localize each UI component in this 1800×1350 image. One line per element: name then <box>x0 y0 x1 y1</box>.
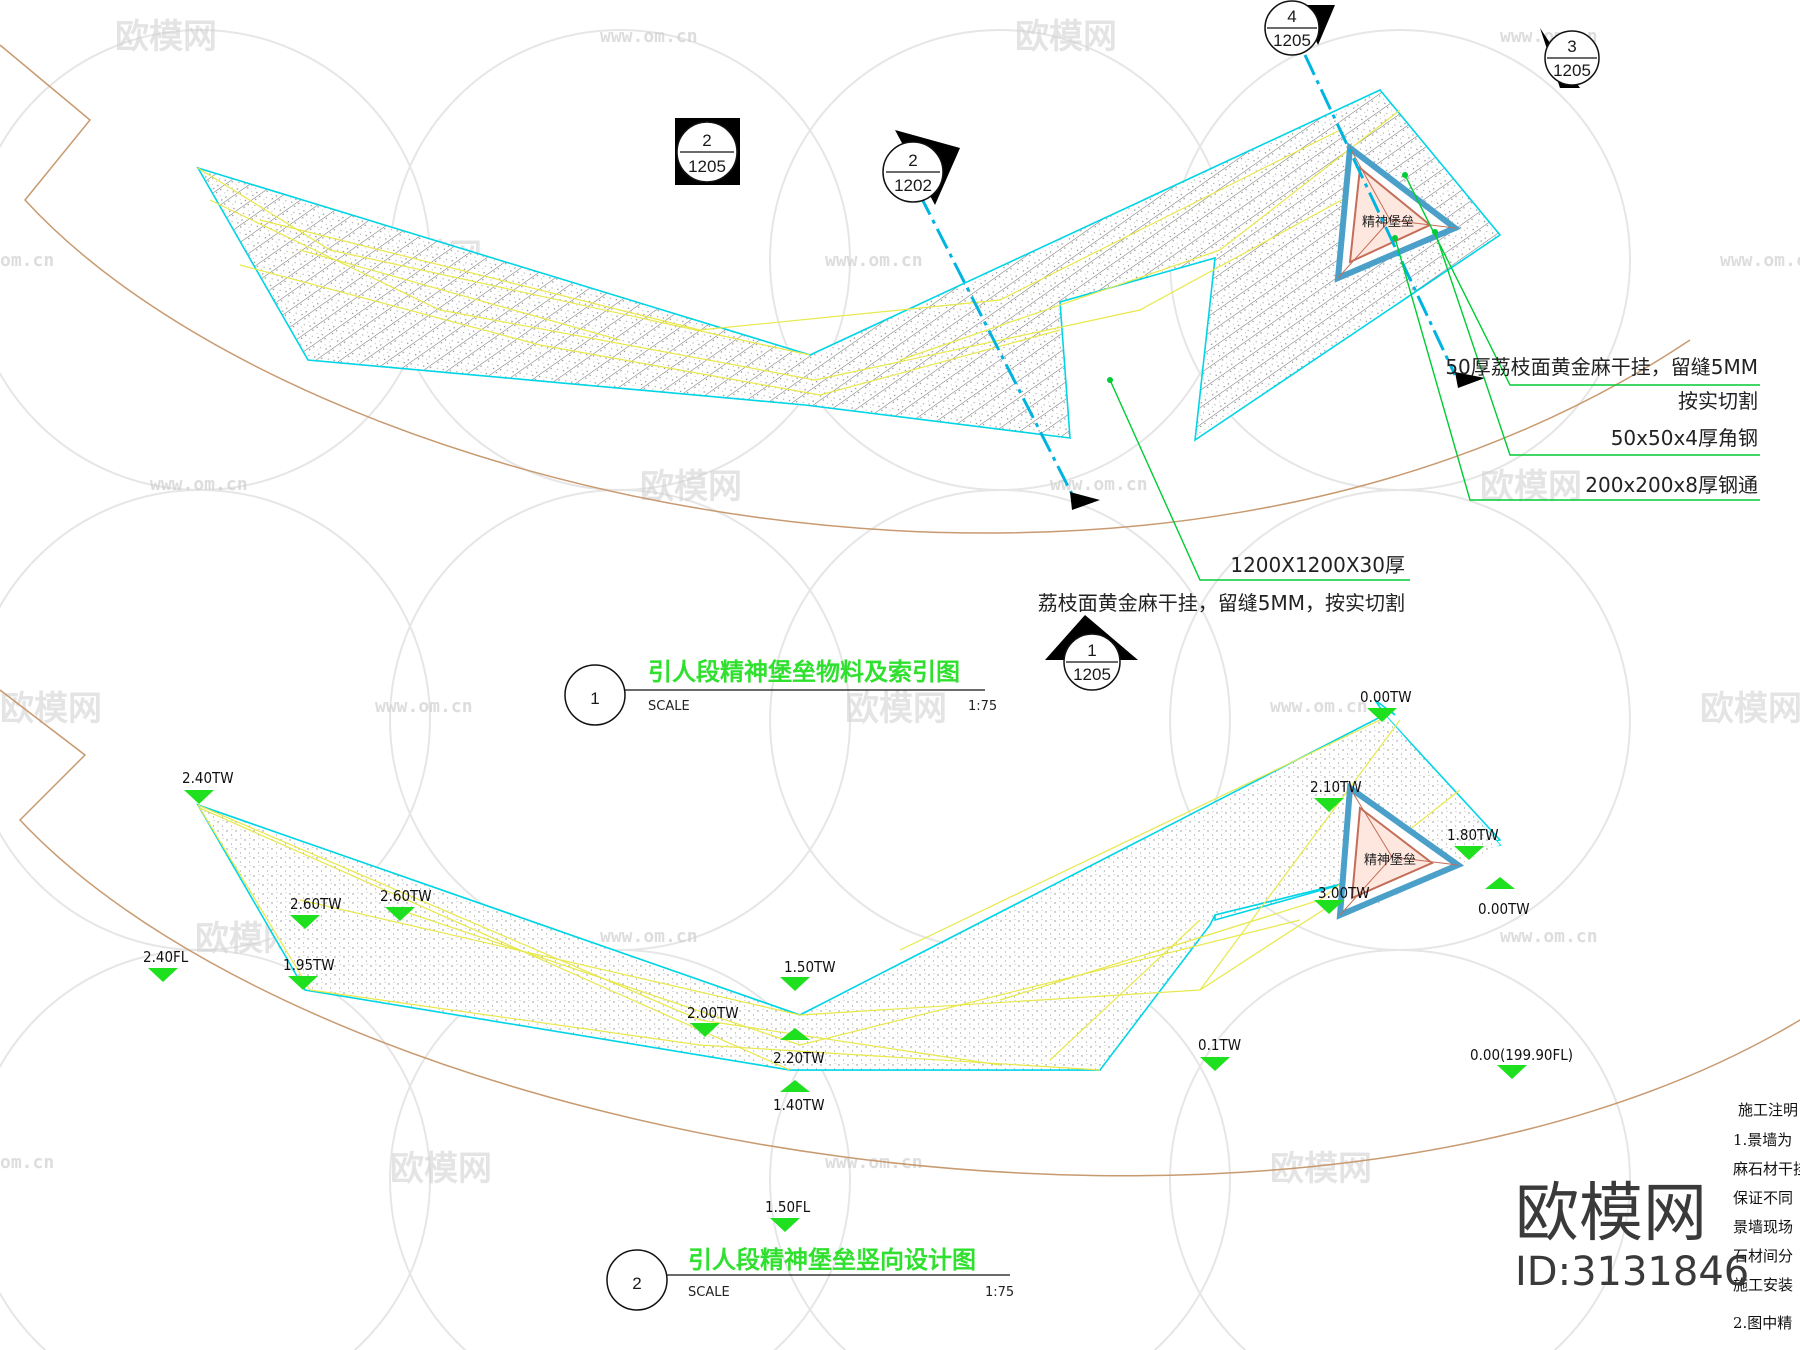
watermark-url: om.cn <box>0 1152 54 1173</box>
svg-text:3: 3 <box>1567 37 1576 56</box>
callout-angle-steel: 50x50x4厚角钢 <box>1611 426 1758 450</box>
watermark-url: www.om.cn <box>600 926 698 947</box>
svg-text:2.20TW: 2.20TW <box>773 1049 825 1067</box>
svg-text:0.00TW: 0.00TW <box>1478 900 1530 918</box>
svg-text:1.80TW: 1.80TW <box>1447 826 1499 844</box>
watermark-url: www.om.cn <box>375 696 473 717</box>
site-boundary <box>0 44 1800 1177</box>
svg-text:3.00TW: 3.00TW <box>1318 884 1370 902</box>
leader-lines <box>1109 174 1760 581</box>
callout-steel-tube: 200x200x8厚钢通 <box>1585 473 1758 497</box>
watermark-brand: 欧模网 <box>0 689 102 729</box>
svg-text:1.50FL: 1.50FL <box>765 1198 811 1216</box>
svg-text:2.60TW: 2.60TW <box>380 887 432 905</box>
svg-text:2.40TW: 2.40TW <box>182 769 234 787</box>
svg-text:4: 4 <box>1287 7 1296 26</box>
watermark-brand: 欧模网 <box>1015 17 1117 57</box>
watermark-url: om.cn <box>0 250 54 271</box>
watermark-brand: 欧模网 <box>390 1149 492 1189</box>
scale-label: SCALE <box>648 699 690 714</box>
notes-heading: 施工注明 <box>1738 1101 1798 1119</box>
scale-label: SCALE <box>688 1285 730 1300</box>
svg-text:0.1TW: 0.1TW <box>1198 1036 1241 1054</box>
drawing-title: 引人段精神堡垒竖向设计图 <box>688 1246 976 1274</box>
watermark-url: www.om.cn <box>825 250 923 271</box>
drawing-number: 1 <box>590 689 599 708</box>
svg-text:2: 2 <box>908 151 917 170</box>
callout-granite-cladding-note: 按实切割 <box>1678 389 1758 413</box>
svg-text:石材间分: 石材间分 <box>1733 1247 1793 1265</box>
svg-text:1.95TW: 1.95TW <box>283 956 335 974</box>
svg-text:景墙现场: 景墙现场 <box>1733 1218 1793 1236</box>
svg-text:0.00TW: 0.00TW <box>1360 688 1412 706</box>
drawing-number-circle <box>606 1249 668 1311</box>
section-marker: 3 1205 <box>1540 28 1600 88</box>
watermark-url: www.om.cn <box>600 26 698 47</box>
callout-paving-size: 1200X1200X30厚 <box>1230 553 1405 577</box>
svg-text:1.50TW: 1.50TW <box>784 958 836 976</box>
svg-text:1205: 1205 <box>1273 31 1311 50</box>
svg-text:麻石材干挂: 麻石材干挂 <box>1733 1160 1800 1178</box>
svg-text:0.00(199.90FL): 0.00(199.90FL) <box>1470 1046 1573 1064</box>
section-markers: 4 1205 3 1205 2 1205 2 1202 <box>675 0 1600 691</box>
callout-granite-cladding: 50厚荔枝面黄金麻干挂，留缝5MM <box>1445 355 1758 379</box>
plan-1-material-index: 精神堡垒 50厚荔枝面黄金麻干挂，留缝5MM 按实切割 50x50x4厚角钢 2… <box>196 54 1760 726</box>
callout-paving-spec: 荔枝面黄金麻干挂，留缝5MM，按实切割 <box>1038 591 1405 615</box>
watermark-url: www.om.cn <box>825 1152 923 1173</box>
brand-stamp: 欧模网 ID:3131846 <box>1515 1177 1749 1295</box>
watermark-url: www.om.cn <box>1500 926 1598 947</box>
brand-name: 欧模网 <box>1515 1177 1707 1251</box>
svg-text:2.10TW: 2.10TW <box>1310 778 1362 796</box>
cut-arrow <box>1070 492 1100 510</box>
section-marker: 2 1205 <box>675 118 740 185</box>
watermark-brand: 欧模网 <box>115 17 217 57</box>
svg-text:2.60TW: 2.60TW <box>290 895 342 913</box>
construction-notes: 施工注明 1.景墙为 麻石材干挂 保证不同 景墙现场 石材间分 施工安装 2.图… <box>1733 1101 1800 1332</box>
scale-value: 1:75 <box>968 699 997 714</box>
drawing-number: 2 <box>632 1274 641 1293</box>
plan-2-vertical-design: 精神堡垒 0.00TW 2.40TW 2.10TW 1.80T <box>143 688 1573 1311</box>
watermark-url: www.om.cn <box>1050 474 1148 495</box>
svg-text:1.40TW: 1.40TW <box>773 1096 825 1114</box>
paving-area <box>196 89 1502 442</box>
svg-text:1: 1 <box>1087 641 1096 660</box>
svg-text:1205: 1205 <box>1073 665 1111 684</box>
joint-lines <box>197 109 1401 396</box>
svg-text:保证不同: 保证不同 <box>1733 1189 1793 1207</box>
svg-text:2: 2 <box>702 131 711 150</box>
spirit-fortress-feature: 精神堡垒 <box>1334 142 1461 283</box>
section-marker: 4 1205 <box>1264 0 1335 56</box>
watermark-brand: 欧模网 <box>845 689 947 729</box>
watermark-brand: 欧模网 <box>1700 689 1800 729</box>
svg-text:1202: 1202 <box>894 176 932 195</box>
watermark-brand: 欧模网 <box>1480 467 1582 507</box>
scale-value: 1:75 <box>985 1285 1014 1300</box>
svg-text:施工安装: 施工安装 <box>1733 1276 1793 1294</box>
drawing-number-circle <box>564 664 626 726</box>
cut-arrow <box>1455 372 1485 388</box>
svg-text:2.图中精: 2.图中精 <box>1733 1314 1792 1332</box>
feature-label: 精神堡垒 <box>1362 214 1414 230</box>
svg-text:1205: 1205 <box>1553 61 1591 80</box>
watermark-url: www.om.cn <box>1270 696 1368 717</box>
feature-label: 精神堡垒 <box>1364 852 1416 868</box>
brand-id: ID:3131846 <box>1515 1249 1749 1295</box>
watermark-url: www.om.cn <box>1720 250 1800 271</box>
watermark-url: www.om.cn <box>150 474 248 495</box>
drawing-title: 引人段精神堡垒物料及索引图 <box>648 658 960 686</box>
svg-text:1.景墙为: 1.景墙为 <box>1733 1131 1792 1149</box>
svg-text:2.00TW: 2.00TW <box>687 1004 739 1022</box>
spirit-fortress-feature: 精神堡垒 <box>1336 782 1465 920</box>
section-marker: 1 1205 <box>1045 615 1138 691</box>
joint-lines <box>197 719 1461 1071</box>
elevation-labels: 0.00TW 2.40TW 2.10TW 1.80TW 3.00TW 0.00T… <box>143 688 1573 1216</box>
section-cut-lines <box>918 54 1457 501</box>
svg-text:1205: 1205 <box>688 157 726 176</box>
svg-text:2.40FL: 2.40FL <box>143 948 189 966</box>
section-marker: 2 1202 <box>882 130 960 205</box>
elevation-markers <box>148 708 1527 1232</box>
